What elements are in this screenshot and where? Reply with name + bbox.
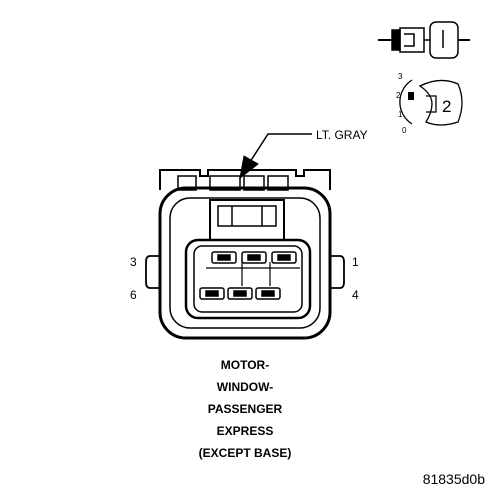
inset-position-0: 0 [402, 126, 407, 135]
cavity-6 [199, 287, 225, 300]
connector-face [145, 169, 345, 340]
title-line: WINDOW- [216, 380, 274, 394]
wire-color-label: LT. GRAY [316, 128, 368, 142]
inset-position-2: 2 [396, 91, 401, 100]
position-indicator-icon [399, 79, 463, 126]
title-line: (EXCEPT BASE) [198, 446, 292, 460]
wire-leader-arrow [239, 133, 312, 180]
cavity-3 [211, 251, 237, 264]
title-line: EXPRESS [216, 424, 274, 438]
connector-side-view-icon [378, 21, 470, 59]
title-line: PASSENGER [207, 402, 283, 416]
pin-label-6: 6 [130, 288, 137, 302]
cavity-2 [241, 251, 267, 264]
figure-id: 81835d0b [422, 471, 485, 487]
title-line: MOTOR- [220, 358, 270, 372]
pin-label-3: 3 [130, 255, 137, 269]
cavity-5 [227, 287, 253, 300]
pin-label-4: 4 [352, 288, 359, 302]
inset-number: 2 [442, 97, 452, 116]
inset-position-1: 1 [398, 110, 403, 119]
terminal-cavities [199, 251, 297, 300]
inset-position-3: 3 [398, 72, 403, 81]
cavity-1 [271, 251, 297, 264]
connector-title: MOTOR- WINDOW- PASSENGER EXPRESS (EXCEPT… [140, 354, 350, 464]
pin-label-1: 1 [352, 255, 359, 269]
cavity-4 [255, 287, 281, 300]
